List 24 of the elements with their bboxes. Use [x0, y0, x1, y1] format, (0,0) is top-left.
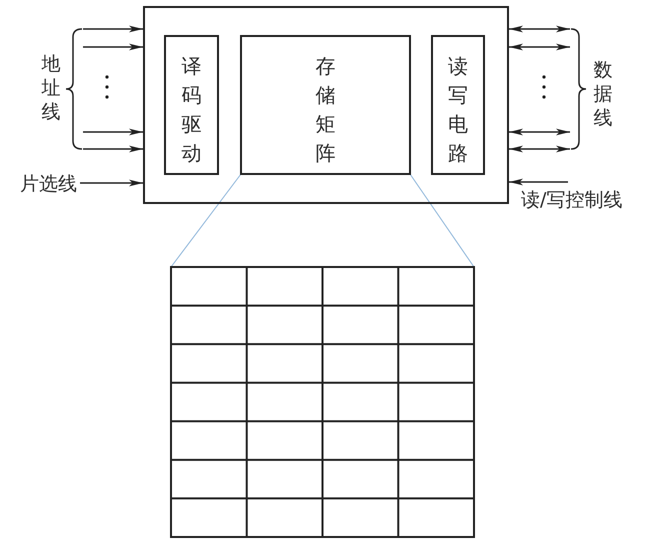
arrow [509, 178, 568, 186]
module-label: 读写电路 [448, 53, 468, 167]
signal-label: 读/写控制线 [521, 189, 622, 211]
projection-line [410, 174, 474, 268]
bus-label: 地址线 [41, 52, 61, 124]
module-label: 存储矩阵 [315, 53, 336, 167]
bus-label: 数据线 [593, 58, 613, 130]
read-write-circuit-module [431, 35, 485, 175]
double-arrow [509, 26, 570, 32]
storage-matrix-module [240, 35, 411, 175]
signal-label: 片选线 [20, 173, 77, 195]
double-arrow [509, 146, 570, 152]
memory-cell-grid [170, 266, 475, 538]
module-label: 译码驱动 [181, 53, 202, 167]
double-arrow [509, 128, 570, 136]
arrow [83, 146, 143, 152]
arrow [83, 44, 143, 50]
decoder-driver-module [164, 35, 219, 175]
double-arrow [509, 44, 570, 50]
arrow [83, 128, 143, 136]
arrow [80, 180, 143, 186]
memory-chip-outline [143, 6, 509, 204]
projection-line [170, 174, 242, 268]
arrow [83, 26, 143, 32]
